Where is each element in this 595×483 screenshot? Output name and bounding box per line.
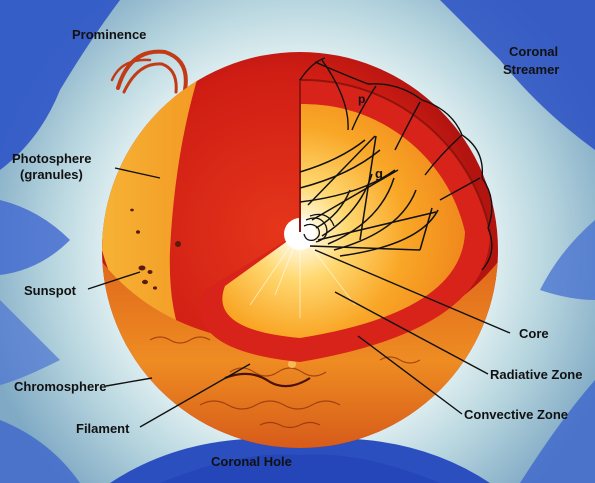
label-radiative-zone: Radiative Zone: [490, 367, 582, 382]
prominence-loops: [110, 49, 188, 94]
filament-mark: [224, 372, 311, 388]
label-coronal-hole: Coronal Hole: [211, 454, 292, 469]
label-prominence: Prominence: [72, 27, 146, 42]
label-chromosphere: Chromosphere: [14, 379, 106, 394]
label-filament: Filament: [76, 421, 130, 436]
core-bright-center: [284, 218, 316, 250]
label-sunspot: Sunspot: [24, 283, 77, 298]
cutaway-interior: [200, 78, 491, 363]
radiative-zone: [222, 103, 465, 338]
label-core: Core: [519, 326, 549, 341]
p-mode-wave-arcs: [299, 57, 493, 271]
label-coronal-streamer-line2: Streamer: [503, 62, 559, 77]
g-mode-wave-grid: [299, 135, 439, 257]
core-spiral-lines: [303, 213, 335, 243]
g-mode-label: g: [375, 166, 383, 181]
label-photosphere-line2: (granules): [20, 167, 83, 182]
p-mode-label: p: [358, 92, 365, 106]
label-convective-zone: Convective Zone: [464, 407, 568, 422]
leader-lines: [87, 167, 511, 428]
label-coronal-streamer-line1: Coronal: [509, 44, 558, 59]
label-photosphere-line1: Photosphere: [12, 151, 91, 166]
